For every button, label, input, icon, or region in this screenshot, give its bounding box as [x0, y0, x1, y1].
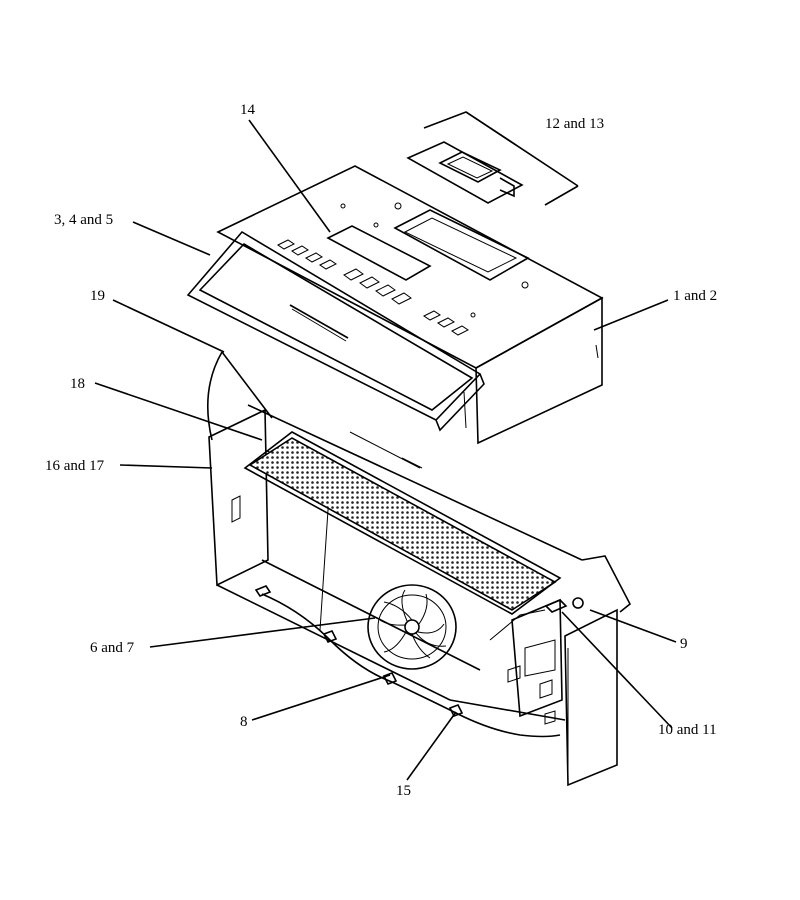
- label-1-and-2: 1 and 2: [673, 288, 717, 304]
- label-6-and-7: 6 and 7: [90, 640, 135, 656]
- duct-opening: [393, 209, 530, 281]
- label-18: 18: [70, 376, 85, 392]
- hood-shell: [216, 165, 604, 445]
- label-9: 9: [680, 636, 688, 652]
- front-panel: [186, 230, 485, 432]
- light-switch: [544, 597, 584, 613]
- label-14: 14: [240, 102, 256, 118]
- label-3-4-and-5: 3, 4 and 5: [54, 212, 113, 228]
- control-switch: [406, 141, 524, 204]
- label-15: 15: [396, 783, 411, 799]
- lower-body: [207, 351, 632, 787]
- label-19: 19: [90, 288, 105, 304]
- label-12-and-13: 12 and 13: [545, 116, 604, 132]
- label-16-and-17: 16 and 17: [45, 458, 105, 474]
- grease-filter: [243, 431, 562, 615]
- leader-lines: [94, 111, 677, 781]
- fan-blower: [367, 584, 457, 670]
- wiring-harness: [254, 585, 561, 738]
- top-vent-slots: [277, 239, 469, 336]
- label-8: 8: [240, 714, 248, 730]
- label-10-and-11: 10 and 11: [658, 722, 717, 738]
- cover-plate: [326, 225, 432, 281]
- callout-labels: 14 12 and 13 3, 4 and 5 19 1 and 2 18 16…: [45, 102, 717, 799]
